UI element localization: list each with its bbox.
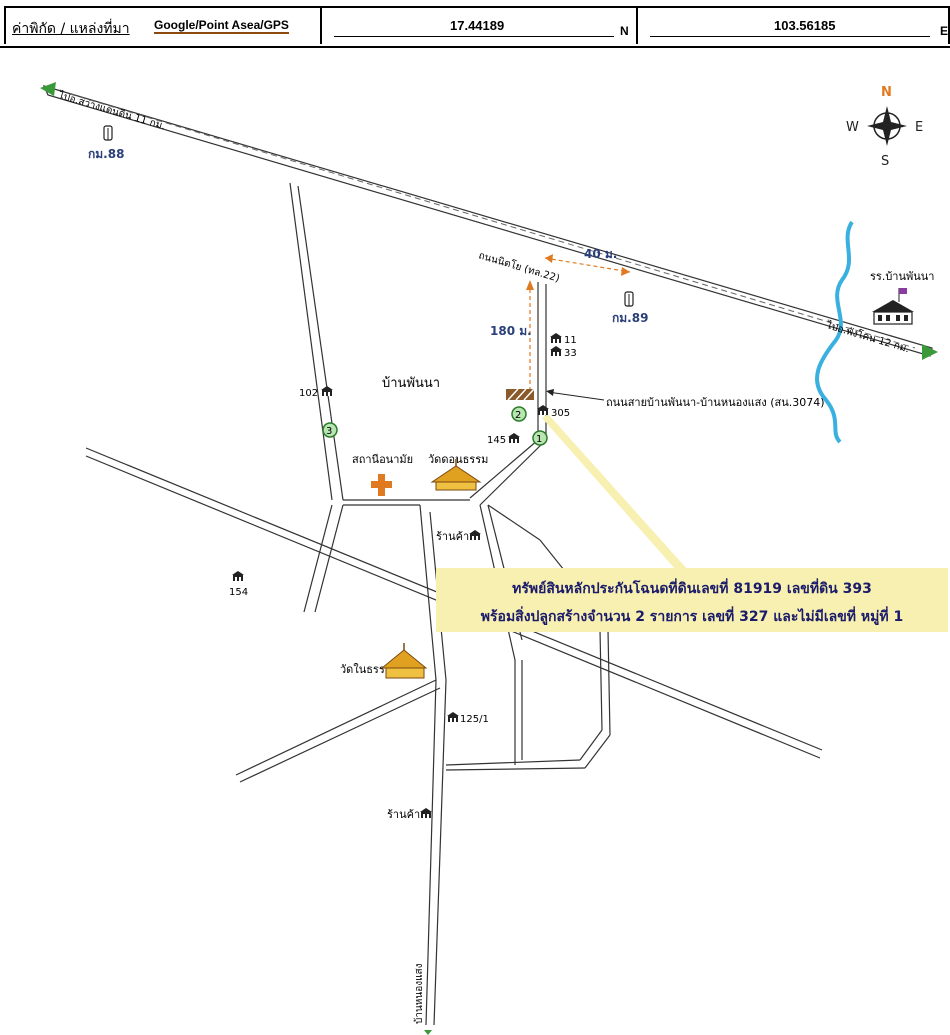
house-icon <box>447 712 459 722</box>
label-wat-nai: วัดในธรรม <box>340 663 392 676</box>
property-callout: ทรัพย์สินหลักประกันโฉนดที่ดินเลขที่ 8191… <box>436 568 948 632</box>
house-icon <box>232 571 244 581</box>
house-icon <box>508 433 520 443</box>
label-school: รร.บ้านพันนา <box>870 270 934 283</box>
river <box>815 220 854 444</box>
distance-40m: 40 ม. <box>544 247 631 276</box>
latitude-value: 17.44189 <box>450 18 505 33</box>
longitude-cell: 103.56185 E <box>636 6 950 44</box>
label-180m: 180 ม. <box>490 324 532 338</box>
house-125: 125/1 <box>460 714 489 725</box>
house-154: 154 <box>229 587 248 598</box>
highway-22 <box>40 82 938 360</box>
coord-source-cell: ค่าพิกัด / แหล่งที่มา Google/Point Asea/… <box>4 6 322 44</box>
shop-icon <box>420 808 432 818</box>
longitude-suffix: E <box>940 24 949 38</box>
arrow-south-icon <box>424 1030 432 1035</box>
house-icon <box>321 386 333 396</box>
compass-e: E <box>915 120 923 135</box>
label-health: สถานีอนามัย <box>352 453 413 466</box>
house-102: 102 <box>299 388 318 399</box>
label-village: บ้านพันนา <box>382 376 440 391</box>
arrow-east-icon <box>922 344 938 360</box>
compass-s: S <box>881 154 889 169</box>
callout-line-1: ทรัพย์สินหลักประกันโฉนดที่ดินเลขที่ 8191… <box>512 581 872 597</box>
compass-w: W <box>846 120 859 135</box>
callout-line-2: พร้อมสิ่งปลูกสร้างจำนวน 2 รายการ เลขที่ … <box>480 609 904 625</box>
marker-1-label: 1 <box>536 434 542 445</box>
label-shop-1: ร้านค้า <box>436 530 469 543</box>
marker-1: 1 <box>532 430 548 446</box>
temple-icon <box>430 459 482 491</box>
house-11: 11 <box>564 335 577 346</box>
house-305: 305 <box>551 408 570 419</box>
coord-label: ค่าพิกัด / แหล่งที่มา <box>12 21 130 37</box>
label-km89: กม.89 <box>612 311 648 325</box>
school-icon <box>872 288 914 325</box>
latitude-suffix: N <box>620 24 629 38</box>
label-shop-2: ร้านค้า <box>387 808 420 821</box>
label-road-3074: ถนนสายบ้านพันนา-บ้านหนองแสง (สน.3074) <box>606 396 825 409</box>
health-cross-icon <box>371 474 392 496</box>
subject-property-marker <box>506 388 535 401</box>
callout-pointer <box>542 414 688 570</box>
km-post-89: กม.89 <box>612 291 648 325</box>
longitude-value: 103.56185 <box>774 18 836 33</box>
shop-icon <box>469 530 481 540</box>
longitude-underline <box>650 36 930 37</box>
marker-3-label: 3 <box>326 426 332 437</box>
compass-rose-icon: N S W E <box>846 85 923 169</box>
distance-180m: 180 ม. <box>490 280 534 400</box>
house-145: 145 <box>487 435 506 446</box>
latitude-underline <box>334 36 614 37</box>
house-33: 33 <box>564 348 577 359</box>
school: รร.บ้านพันนา <box>870 270 934 325</box>
coord-source: Google/Point Asea/GPS <box>154 18 289 34</box>
house-icon <box>537 405 549 415</box>
house-icon <box>550 333 562 343</box>
marker-3: 3 <box>322 422 338 438</box>
label-40m: 40 ม. <box>584 247 617 261</box>
coordinate-header: ค่าพิกัด / แหล่งที่มา Google/Point Asea/… <box>0 0 950 48</box>
compass-n: N <box>881 85 892 100</box>
marker-2: 2 <box>511 406 527 422</box>
marker-2-label: 2 <box>515 410 521 421</box>
house-icon <box>550 346 562 356</box>
label-wat-don: วัดดอนธรรม <box>428 453 488 466</box>
km-post-88: กม.88 <box>88 125 124 161</box>
label-road-22: ถนนนิตโย (ทล.22) <box>477 248 561 284</box>
label-km88: กม.88 <box>88 147 124 161</box>
temple-icon <box>380 643 428 679</box>
local-roads <box>85 182 823 1026</box>
label-to-nongsaeng: บ้านหนองแสง <box>413 963 425 1024</box>
arrow-west-icon <box>40 82 56 96</box>
